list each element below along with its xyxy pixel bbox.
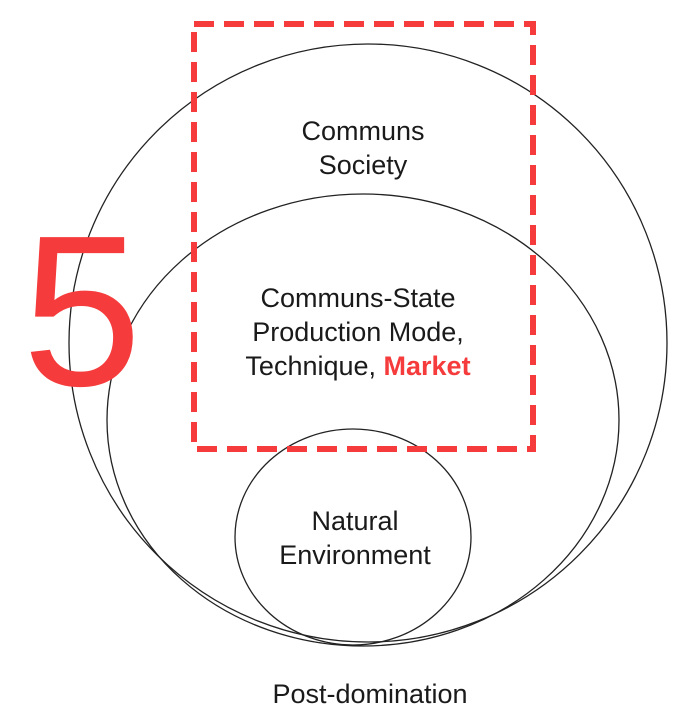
step-number: 5 — [22, 190, 142, 431]
society-label-line2: Society — [319, 150, 408, 180]
inner-ellipse-natural-environment — [234, 428, 472, 646]
market-text: Market — [384, 351, 471, 381]
highlight-dashed-rect — [191, 21, 536, 452]
production-label-line1: Communs-State — [260, 283, 455, 313]
society-label-line1: Communs — [301, 116, 424, 146]
outer-circle-society — [68, 43, 668, 643]
environment-label-line1: Natural — [311, 506, 398, 536]
middle-ellipse-production-mode — [106, 193, 620, 647]
environment-label-line2: Environment — [279, 540, 431, 570]
production-label-line2: Production Mode, — [252, 317, 464, 347]
production-label-line3: Technique, Market — [245, 351, 470, 381]
diagram-caption: Post-domination — [272, 679, 467, 709]
technique-text: Technique, — [245, 351, 383, 381]
